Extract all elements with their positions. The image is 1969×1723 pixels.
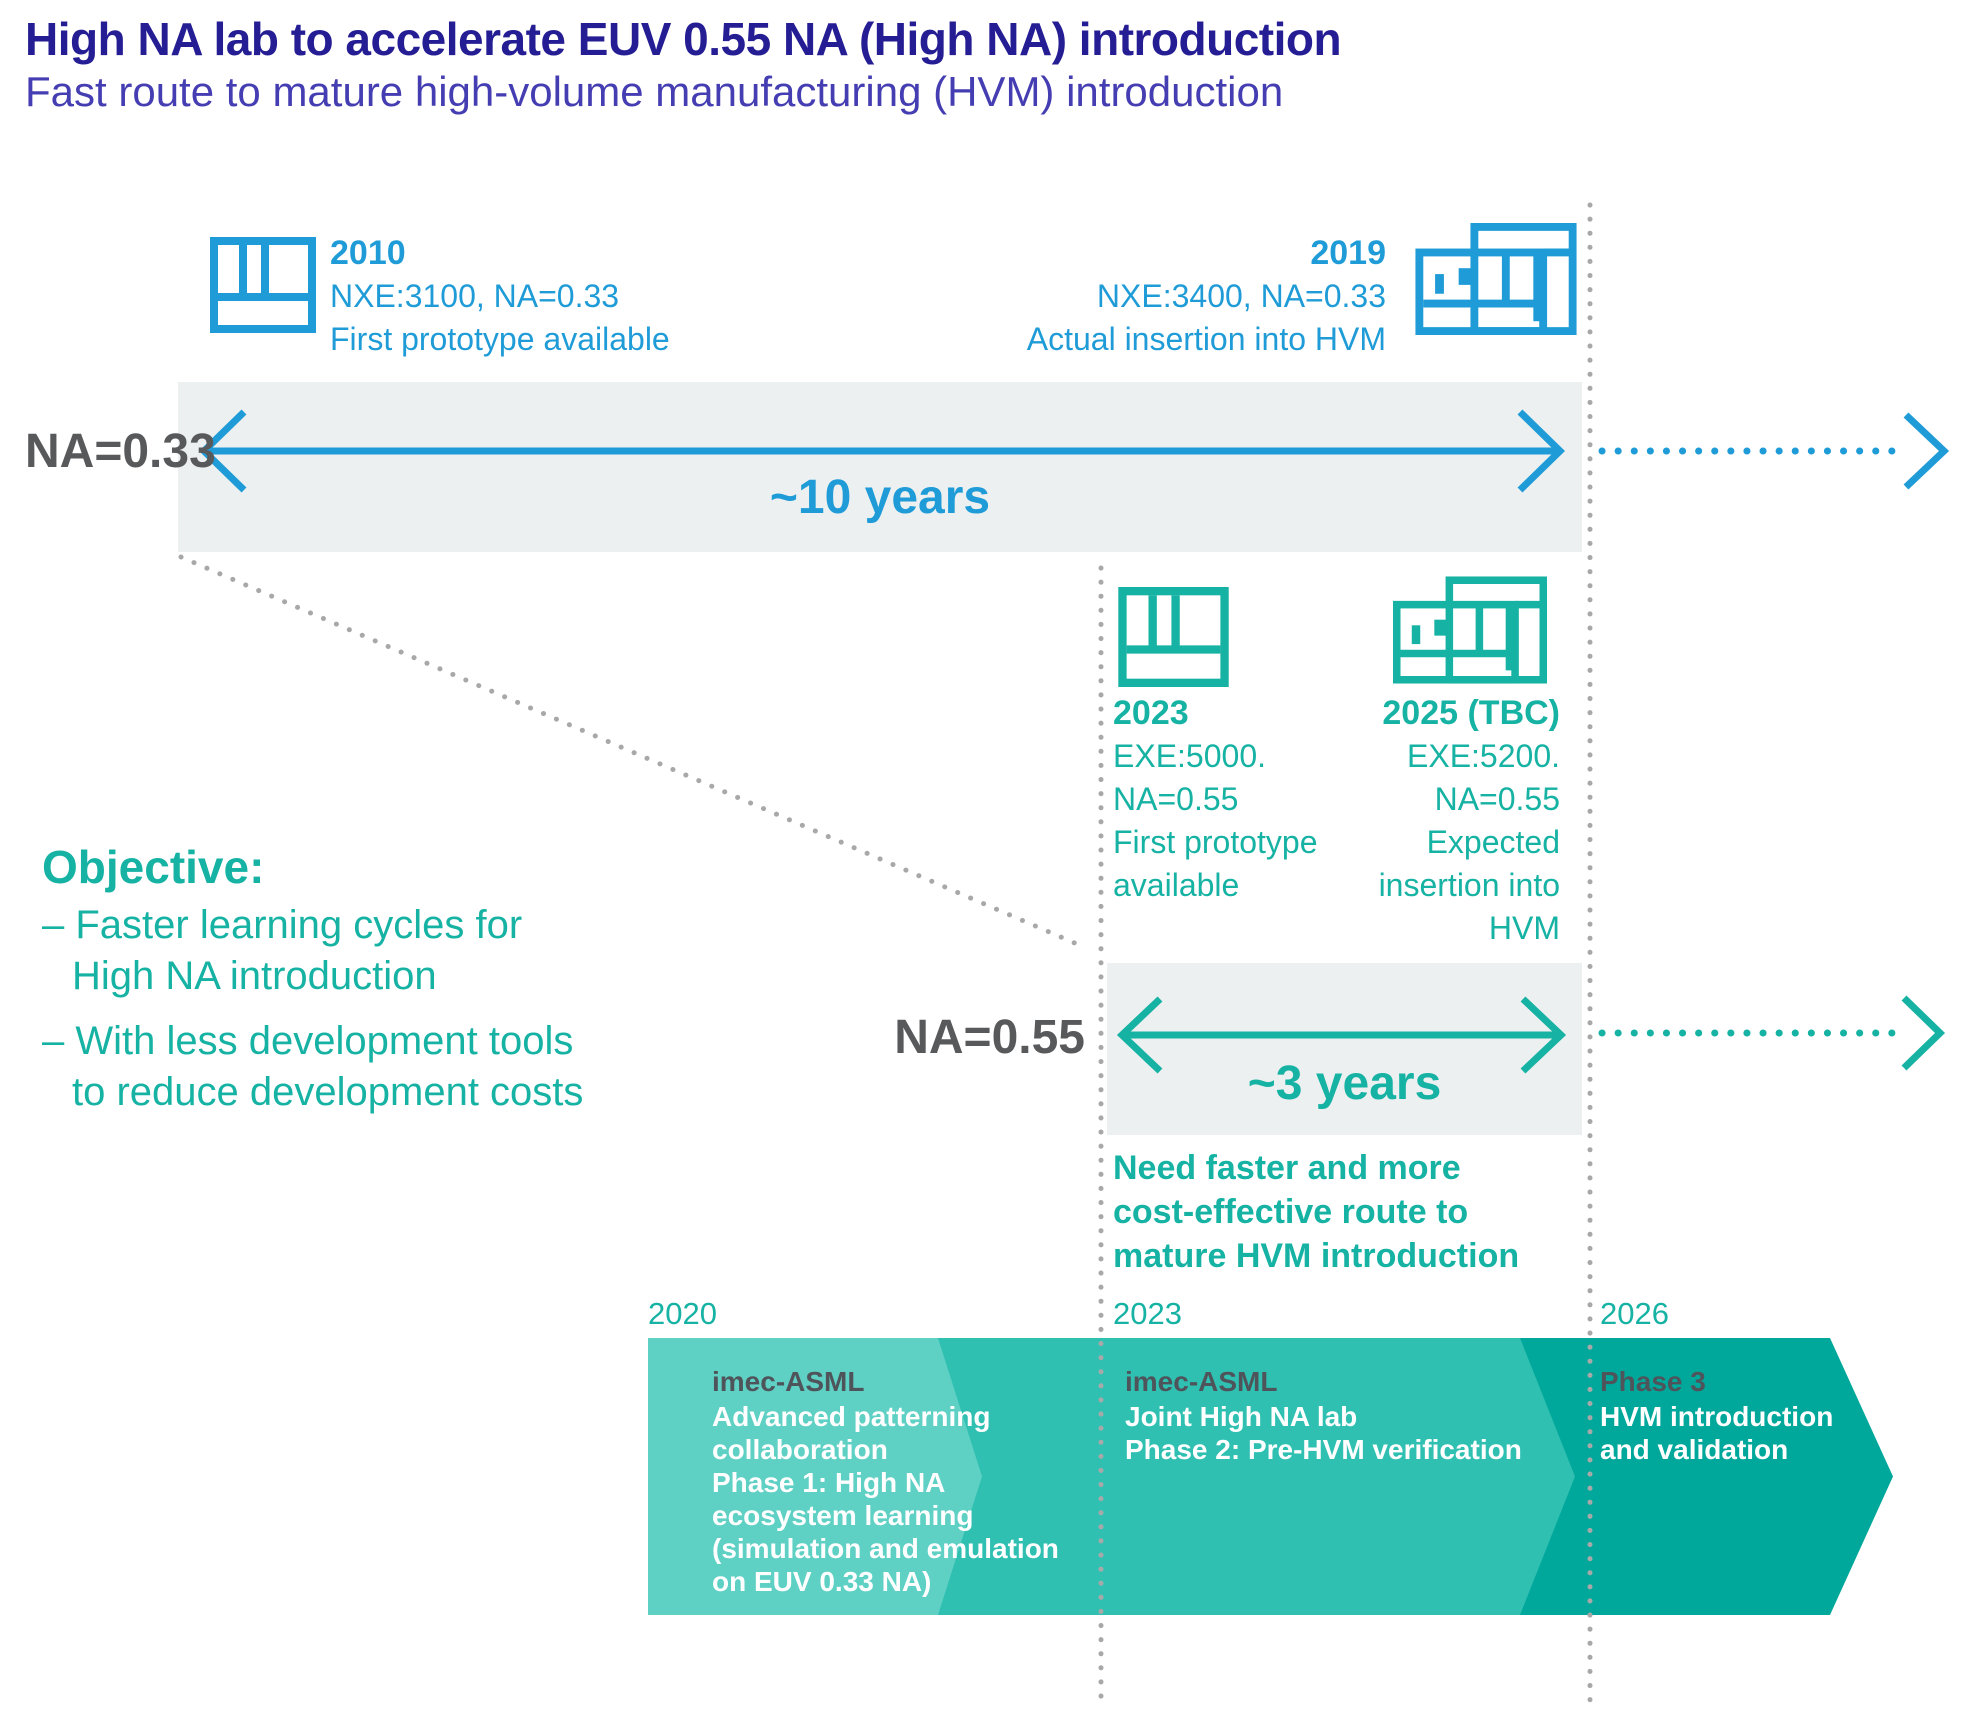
event-2010: 2010 NXE:3100, NA=0.33 First prototype a…	[330, 232, 670, 361]
objective-bullet1-line2: High NA introduction	[72, 954, 437, 998]
na055-timeline-band	[1107, 963, 1582, 1135]
euv-prototype-machine-icon	[210, 237, 316, 333]
na033-label: NA=0.33	[25, 425, 216, 478]
event-2025-line2: NA=0.55	[1434, 781, 1560, 817]
event-2025-line1: EXE:5200.	[1407, 738, 1560, 774]
na055-label: NA=0.55	[894, 1011, 1085, 1064]
event-2010-line2: First prototype available	[330, 321, 670, 357]
phase3-heading: Phase 3	[1600, 1366, 1706, 1397]
event-2023-line2: NA=0.55	[1113, 781, 1239, 817]
event-2025-line4: insertion into	[1378, 867, 1560, 903]
euv-hvm-machine-icon	[1415, 223, 1577, 335]
need-faster-note: Need faster and more cost-effective rout…	[1113, 1146, 1519, 1278]
na055-duration-label: ~3 years	[1247, 1057, 1442, 1110]
na033-duration-label: ~10 years	[769, 471, 991, 524]
event-2023-line1: EXE:5000.	[1113, 738, 1266, 774]
phase3-text: Phase 3 HVM introduction and validation	[1600, 1364, 1833, 1466]
event-2010-year: 2010	[330, 234, 406, 272]
phase2-line1: Joint High NA lab	[1125, 1401, 1358, 1432]
need-faster-note-line3: mature HVM introduction	[1113, 1237, 1520, 1275]
objective-bullet2-line1: – With less development tools	[42, 1019, 574, 1063]
event-2019-line1: NXE:3400, NA=0.33	[1096, 278, 1386, 314]
phase3-chevron	[1520, 1338, 1893, 1615]
objective-bullet-2: – With less development tools to reduce …	[42, 1016, 583, 1118]
need-faster-note-line2: cost-effective route to	[1113, 1193, 1469, 1231]
exe-hvm-machine-icon	[1393, 576, 1547, 684]
na055-duration-arrow	[1116, 996, 1567, 1074]
event-2023-line4: available	[1113, 867, 1240, 903]
objective-heading: Objective:	[42, 841, 265, 893]
phase3-line2: and validation	[1600, 1434, 1789, 1465]
phase1-heading: imec-ASML	[712, 1366, 865, 1397]
na033-future-dotted-arrow	[1598, 412, 1950, 490]
phase1-line1: Advanced patterning	[712, 1401, 991, 1432]
event-2025-year: 2025 (TBC)	[1382, 694, 1560, 732]
phase2-line2: Phase 2: Pre-HVM verification	[1125, 1434, 1522, 1465]
na033-timeline-band	[178, 382, 1582, 552]
event-2023-line3: First prototype	[1113, 824, 1318, 860]
event-2019: 2019 NXE:3400, NA=0.33 Actual insertion …	[1000, 232, 1386, 361]
event-2023-year: 2023	[1113, 694, 1189, 732]
phase2-heading: imec-ASML	[1125, 1366, 1278, 1397]
event-2025: 2025 (TBC) EXE:5200. NA=0.55 Expected in…	[1260, 692, 1560, 950]
event-2025-line5: HVM	[1488, 910, 1560, 946]
exe-prototype-machine-icon	[1118, 587, 1229, 687]
page-subtitle: Fast route to mature high-volume manufac…	[25, 68, 1284, 115]
phase1-text: imec-ASML Advanced patterning collaborat…	[712, 1364, 1059, 1598]
objective-bullet-1: – Faster learning cycles for High NA int…	[42, 900, 522, 1002]
phase2-chevron	[938, 1338, 1575, 1615]
event-2023: 2023 EXE:5000. NA=0.55 First prototype a…	[1113, 692, 1318, 907]
roadmap-year-2020: 2020	[648, 1296, 717, 1331]
zoom-guide-diagonal	[178, 554, 1080, 947]
phase1-line2: collaboration	[712, 1434, 888, 1465]
objective-bullet1-line1: – Faster learning cycles for	[42, 903, 523, 947]
phase1-line4: ecosystem learning	[712, 1500, 974, 1531]
na055-future-dotted-arrow	[1598, 995, 1946, 1071]
phase1-chevron	[648, 1338, 982, 1615]
page-title: High NA lab to accelerate EUV 0.55 NA (H…	[25, 13, 1342, 65]
event-2025-line3: Expected	[1426, 824, 1560, 860]
roadmap-year-2026: 2026	[1600, 1296, 1669, 1331]
event-2010-line1: NXE:3100, NA=0.33	[330, 278, 620, 314]
roadmap-year-2023: 2023	[1113, 1296, 1182, 1331]
objective-bullet2-line2: to reduce development costs	[72, 1070, 584, 1114]
event-2019-year: 2019	[1310, 234, 1386, 272]
phase2-text: imec-ASML Joint High NA lab Phase 2: Pre…	[1125, 1364, 1522, 1466]
need-faster-note-line1: Need faster and more	[1113, 1149, 1461, 1187]
phase1-line3: Phase 1: High NA	[712, 1467, 946, 1498]
event-2019-line2: Actual insertion into HVM	[1026, 321, 1386, 357]
na033-duration-arrow	[198, 409, 1566, 493]
phase3-line1: HVM introduction	[1600, 1401, 1834, 1432]
phase1-line5: (simulation and emulation	[712, 1533, 1059, 1564]
phase1-line6: on EUV 0.33 NA)	[712, 1566, 932, 1597]
